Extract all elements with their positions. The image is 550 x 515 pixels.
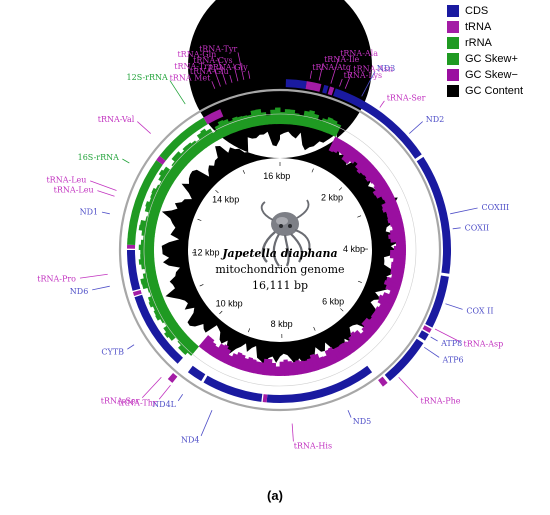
- kbp-tick-label: 2 kbp: [321, 192, 343, 202]
- legend-swatch: [447, 37, 459, 49]
- label-leader-line: [450, 208, 477, 214]
- legend-label: GC Skew+: [465, 53, 518, 65]
- kbp-tick-label: 14 kbp: [212, 195, 239, 205]
- kbp-tick-label: 4 kbp: [343, 244, 365, 254]
- label-leader-line: [92, 286, 110, 290]
- gene-label: ND1: [80, 207, 99, 216]
- label-leader-line: [178, 394, 182, 401]
- label-leader-line: [137, 122, 150, 134]
- gc-skew-negative-segment: [394, 246, 406, 251]
- label-leader-line: [97, 191, 114, 197]
- gene-label: tRNA-Val: [98, 115, 135, 124]
- gene-label: tRNA-Gly: [210, 63, 249, 72]
- label-leader-line: [380, 101, 385, 108]
- figure-caption: (a): [0, 488, 550, 503]
- cds-feature: [188, 366, 205, 381]
- label-leader-line: [453, 228, 461, 229]
- legend-label: GC Content: [465, 85, 523, 97]
- gene-label: tRNA-Pro: [37, 275, 76, 284]
- label-leader-line: [142, 377, 161, 397]
- gene-label: ND4: [181, 436, 200, 445]
- gc-skew-positive-segment: [270, 110, 276, 125]
- genome-type-label: mitochondrion genome: [215, 263, 344, 276]
- trna-feature: [263, 394, 268, 402]
- gene-label: COXIII: [482, 203, 510, 212]
- label-leader-line: [159, 385, 170, 399]
- legend-item-cds: CDS: [447, 3, 547, 19]
- legend: CDS tRNA rRNA GC Skew+ GC Skew− GC Conte…: [447, 3, 547, 99]
- gene-label: COXII: [465, 223, 490, 232]
- legend-label: tRNA: [465, 21, 491, 33]
- gene-label: ATP6: [442, 356, 464, 365]
- legend-label: GC Skew−: [465, 69, 518, 81]
- label-leader-line: [348, 410, 351, 417]
- gc-skew-negative-segment: [280, 362, 285, 376]
- trna-feature: [133, 290, 142, 296]
- trna-feature: [168, 373, 178, 383]
- cds-feature: [385, 339, 424, 381]
- label-leader-line: [292, 424, 293, 442]
- label-leader-line: [201, 410, 212, 436]
- gene-label: ND5: [353, 417, 372, 426]
- kbp-tick-label: 10 kbp: [216, 299, 243, 309]
- label-leader-line: [424, 347, 439, 357]
- genome-length-label: 16,111 bp: [252, 279, 308, 292]
- legend-item-gc-skew-plus: GC Skew+: [447, 51, 547, 67]
- gene-label: CYTB: [101, 347, 124, 356]
- trna-feature: [378, 377, 388, 387]
- label-leader-line: [409, 122, 422, 134]
- gc-skew-positive-segment: [275, 108, 280, 125]
- gene-label: tRNA-Tyr: [199, 45, 237, 54]
- label-leader-line: [127, 345, 134, 349]
- legend-swatch: [447, 21, 459, 33]
- gene-label: tRNA-Asp: [464, 340, 504, 349]
- legend-label: CDS: [465, 5, 488, 17]
- trna-feature: [127, 245, 135, 249]
- legend-item-trna: tRNA: [447, 19, 547, 35]
- cds-feature: [127, 250, 140, 291]
- gene-label: tRNA-His: [294, 442, 332, 451]
- gene-label: ND3: [377, 64, 396, 73]
- gc-skew-negative-segment: [396, 241, 406, 246]
- legend-swatch: [447, 69, 459, 81]
- gc-skew-positive-segment: [140, 254, 154, 260]
- kbp-tick-label: 12 kbp: [192, 247, 219, 257]
- cds-feature: [418, 330, 429, 340]
- gene-label: tRNA-Leu: [54, 185, 94, 194]
- species-name: Japetella diaphana: [220, 247, 337, 260]
- legend-swatch: [447, 85, 459, 97]
- label-leader-line: [102, 212, 110, 214]
- kbp-tick-label: 6 kbp: [322, 297, 344, 307]
- gene-label: 16S-rRNA: [78, 153, 120, 162]
- label-leader-line: [80, 274, 108, 278]
- kbp-tick-label: 8 kbp: [271, 319, 293, 329]
- gene-label: 12S-rRNA: [127, 73, 169, 82]
- legend-label: rRNA: [465, 37, 492, 49]
- label-leader-line: [90, 181, 116, 191]
- gc-skew-negative-segment: [275, 366, 280, 376]
- cds-feature: [204, 376, 263, 402]
- gene-label: tRNA-Ser: [101, 397, 140, 406]
- legend-swatch: [447, 53, 459, 65]
- gene-label: tRNA-Ala: [340, 49, 378, 58]
- legend-item-gc-content: GC Content: [447, 83, 547, 99]
- gc-skew-positive-segment: [140, 250, 154, 255]
- gene-label: ND2: [426, 115, 445, 124]
- legend-item-rrna: rRNA: [447, 35, 547, 51]
- gene-label: tRNA-Phe: [421, 397, 461, 406]
- legend-item-gc-skew-minus: GC Skew−: [447, 67, 547, 83]
- gene-label: tRNA-Ser: [387, 94, 426, 103]
- gene-label: ND6: [70, 287, 89, 296]
- label-leader-line: [445, 304, 462, 310]
- label-leader-line: [122, 159, 129, 163]
- legend-swatch: [447, 5, 459, 17]
- gene-label: COX II: [466, 307, 493, 316]
- label-leader-line: [170, 81, 185, 104]
- gene-label: tRNA-Leu: [46, 176, 86, 185]
- label-leader-line: [431, 337, 438, 341]
- gene-label: ATP8: [440, 339, 462, 348]
- label-leader-line: [399, 377, 418, 397]
- kbp-tick-label: 16 kbp: [263, 171, 290, 181]
